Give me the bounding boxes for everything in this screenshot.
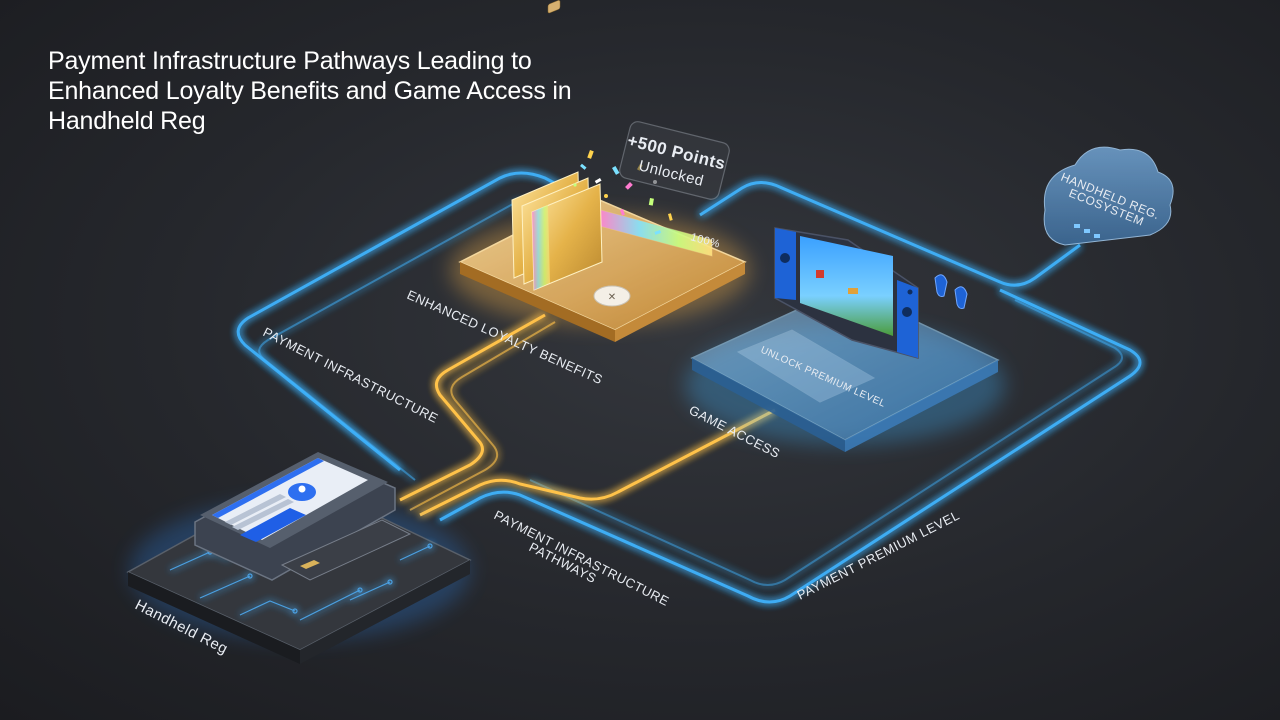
inner-blue-path — [258, 199, 521, 481]
platform-badge — [593, 285, 631, 307]
right-blue-path — [439, 288, 1142, 604]
gold-path-loyalty-2 — [409, 321, 556, 511]
svg-text:✕: ✕ — [608, 292, 616, 303]
game-access-platform: Unlock Premium Level — [685, 287, 1005, 452]
earbuds-icon — [934, 274, 968, 309]
points-unlocked-badge: +500 Points Unlocked — [619, 121, 730, 200]
gold-pathways — [399, 313, 776, 517]
top-blue-path — [699, 181, 1081, 287]
credit-card-icon — [280, 519, 412, 581]
gold-path-loyalty — [399, 313, 546, 502]
handheld-console-icon — [774, 227, 919, 359]
cloud-icon: Handheld Reg. Ecosystem — [1043, 146, 1174, 246]
label-payment-infrastructure: Payment Infrastructure — [261, 324, 441, 426]
gold-path-game — [419, 408, 776, 517]
page-title: Payment Infrastructure Pathways Leading … — [48, 47, 572, 135]
payment-terminal-icon — [194, 452, 396, 581]
inner-right-blue-path — [529, 299, 1123, 586]
blue-pathways — [236, 171, 1142, 604]
label-payment-premium: Payment Premium Level — [795, 507, 962, 602]
loyalty-cards-icon — [511, 0, 603, 291]
outer-blue-path — [236, 171, 561, 472]
